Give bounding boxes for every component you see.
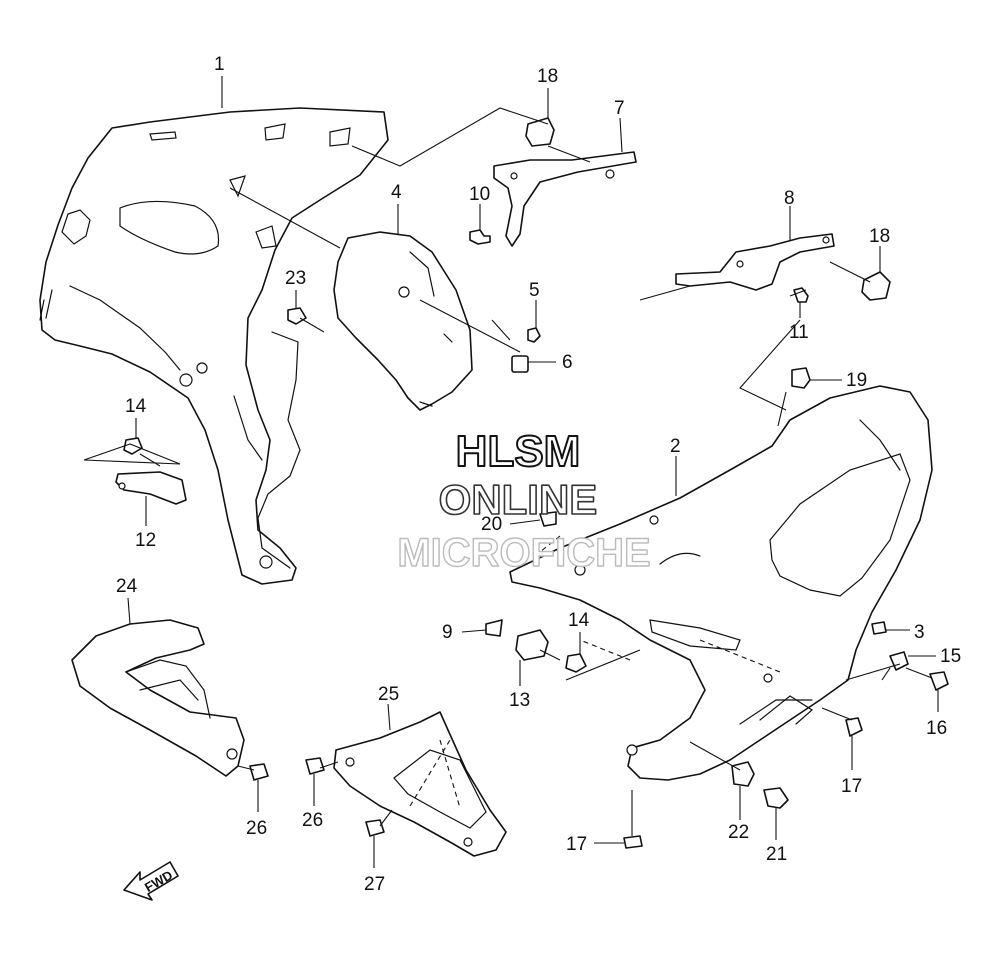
callout-27: 27 — [364, 874, 385, 895]
watermark-line2: ONLINE — [439, 476, 598, 523]
callout-21: 21 — [766, 844, 787, 865]
callout-24: 24 — [116, 576, 138, 597]
part-4-inner-panel[interactable] — [333, 231, 473, 411]
callout-18b: 18 — [869, 226, 890, 247]
callout-4: 4 — [391, 182, 402, 203]
part-26a-clip[interactable] — [249, 763, 269, 781]
callout-23: 23 — [285, 268, 306, 289]
callout-17b: 17 — [841, 776, 862, 797]
callout-18a: 18 — [537, 66, 558, 87]
part-6-nut-clip[interactable] — [511, 355, 529, 373]
watermark-line1: HLSM — [456, 427, 581, 476]
part-5-screw[interactable] — [527, 327, 541, 343]
callout-26a: 26 — [246, 818, 267, 839]
callout-9: 9 — [442, 622, 453, 643]
callout-6: 6 — [562, 352, 573, 373]
dashed-assembly-lines — [409, 535, 781, 809]
callout-14b: 14 — [568, 610, 590, 631]
part-18b-grommet[interactable] — [861, 271, 891, 301]
part-17a-screw[interactable] — [623, 835, 643, 849]
callout-12: 12 — [135, 530, 156, 551]
leader-lines — [83, 76, 939, 868]
callout-16: 16 — [926, 718, 947, 739]
part-19-screw[interactable] — [791, 367, 811, 389]
callout-labels: 1 18 7 8 18 10 11 4 5 6 19 23 14 12 2 20… — [116, 54, 961, 895]
callout-13: 13 — [509, 690, 530, 711]
part-25-lower-cowling-center[interactable] — [333, 711, 507, 857]
part-2-side-cowling-right[interactable] — [509, 385, 933, 781]
callout-20: 20 — [481, 514, 502, 535]
callout-26b: 26 — [302, 810, 323, 831]
callout-17a: 17 — [566, 834, 587, 855]
part-17b-screw[interactable] — [845, 717, 863, 737]
callout-14a: 14 — [125, 396, 147, 417]
part-14b-bolt[interactable] — [565, 653, 587, 673]
part-12-bracket[interactable] — [115, 471, 187, 505]
part-27-screw[interactable] — [365, 819, 385, 837]
callout-2: 2 — [670, 436, 681, 457]
fwd-arrow-icon: FWD — [123, 861, 179, 901]
callout-7: 7 — [614, 98, 625, 119]
callout-3: 3 — [914, 622, 925, 643]
part-15-clip[interactable] — [889, 651, 909, 671]
callout-22: 22 — [728, 822, 749, 843]
part-10-bolt[interactable] — [469, 229, 491, 245]
part-7-bracket[interactable] — [493, 151, 637, 247]
part-9-clip[interactable] — [485, 619, 503, 637]
part-23-bolt[interactable] — [287, 307, 307, 325]
part-13-bracket[interactable] — [515, 629, 549, 661]
callout-25: 25 — [378, 684, 399, 705]
watermark-line3: MICROFICHE — [397, 531, 650, 575]
part-11-bolt[interactable] — [793, 287, 809, 303]
callout-5: 5 — [529, 280, 540, 301]
callout-11: 11 — [789, 322, 809, 343]
part-22-grommet[interactable] — [731, 761, 755, 787]
part-21-bolt[interactable] — [763, 787, 789, 809]
part-1-side-cowling-left[interactable] — [39, 107, 389, 585]
callout-8: 8 — [784, 188, 795, 209]
callout-19: 19 — [846, 370, 867, 391]
callout-1: 1 — [214, 54, 225, 75]
part-24-lower-cowling-left[interactable] — [71, 619, 245, 777]
part-3-pin[interactable] — [871, 621, 887, 635]
watermark: HLSM ONLINE MICROFICHE — [397, 426, 652, 576]
part-14a-bolt[interactable] — [123, 437, 143, 455]
part-16-bolt[interactable] — [929, 671, 949, 691]
part-8-bracket[interactable] — [675, 233, 835, 291]
callout-10: 10 — [469, 184, 490, 205]
part-18a-grommet[interactable] — [525, 117, 555, 147]
part-20-screw[interactable] — [539, 511, 557, 527]
part-26b-clip[interactable] — [305, 757, 325, 775]
callout-15: 15 — [940, 646, 961, 667]
